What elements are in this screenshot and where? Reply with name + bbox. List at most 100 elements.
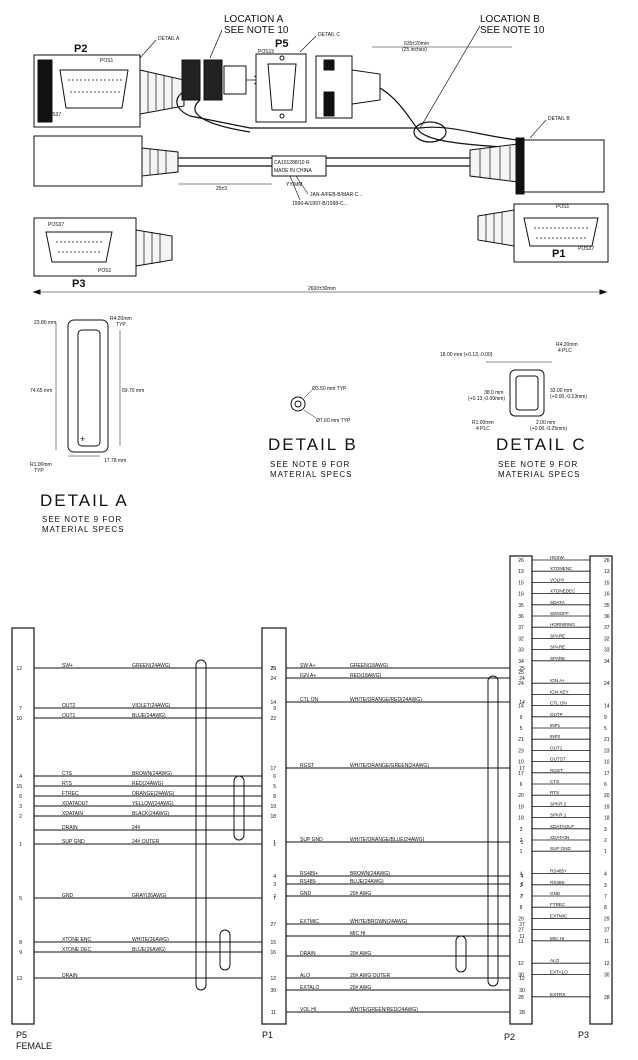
p3-signal-name: RS485+ (550, 869, 567, 874)
location-a-line2: SEE NOTE 10 (224, 25, 289, 36)
p3-signal-name: SPKR 1 (550, 813, 567, 818)
p5-pin-number: 15 (16, 784, 22, 790)
p2-pin-number: 30 (518, 972, 524, 978)
p2-pin-number: 17 (518, 771, 524, 777)
p1-signal-name: EXTALO (300, 985, 319, 991)
p5-pin-number: 5 (19, 896, 22, 902)
p2-pin-number: 14 (518, 704, 524, 710)
detail-c-dim-radius: R4.20mm (556, 342, 578, 348)
main-trunk-cable (33, 135, 605, 195)
p5-pin-number: 1 (19, 842, 22, 848)
p3-signal-name: GND (550, 891, 561, 896)
p3-signal-name: ALO (550, 958, 560, 963)
detail-c-dim-32-tol: (+0.00,-0.13mm) (550, 394, 587, 400)
detail-a-dim-r1-typ: TYP (34, 468, 44, 474)
p3-pin-number: 14 (604, 704, 610, 710)
detail-a-title: DETAIL A (40, 491, 129, 510)
p2-pin-number: 36 (518, 614, 524, 620)
p3-pin-number: 27 (604, 928, 610, 934)
p5-pin-number: 13 (16, 976, 22, 982)
detail-c-dim-38-tol: (+0.13,-0.00mm) (468, 396, 505, 402)
p1-pin-number: 17 (270, 766, 276, 772)
p1-pin-number: 25 (270, 666, 276, 672)
p3-signal-name: SDNOFF (550, 611, 569, 616)
p5-signal-name: FTREC (62, 791, 79, 797)
p2-pin-number: 21 (518, 737, 524, 743)
p3-pin-number: 29 (604, 916, 610, 922)
p1-pin-number: 19 (270, 804, 276, 810)
p1-pin-number: 6 (273, 774, 276, 780)
p2-pin-number: 25 (518, 670, 524, 676)
p3-signal-name: OUT1 (550, 745, 563, 750)
p2-pin-number: 27 (519, 922, 525, 928)
p3-signal-name: OUTST (550, 757, 566, 762)
p5-pin-number: 10 (16, 716, 22, 722)
p1-signal-name: IGN A+ (300, 673, 316, 679)
p2-pin-number: 3 (521, 882, 524, 888)
detail-a-note-2: MATERIAL SPECS (42, 525, 124, 534)
p3-signal-name: IGN KEY (550, 689, 569, 694)
p3-label: P3 (72, 278, 85, 290)
detail-c-dim-2-tol: (+0.00,-0.25mm) (530, 426, 567, 432)
p2-pin-number: 4 (521, 874, 524, 880)
p5-wire-spec: BROWN(24AWG) (132, 771, 172, 777)
p2-pin-number: 16 (518, 592, 524, 598)
detail-a-note-1: SEE NOTE 9 FOR (42, 515, 122, 524)
p5-pin-number: 6 (19, 794, 22, 800)
p3-pin-number: 13 (604, 569, 610, 575)
p3-signal-name: XDATAIN (550, 835, 569, 840)
location-b-line1: LOCATION B (480, 14, 540, 25)
p1-pin-number: 7 (273, 896, 276, 902)
p5-wire-spec: 24# (132, 825, 141, 831)
p3-pin-number: 36 (604, 614, 610, 620)
p5-signal-name: XDATAOUT (62, 801, 88, 807)
p1-signal-name: CTL ON (300, 697, 319, 703)
p3-signal-name: OUTP (550, 712, 563, 717)
p2-pin-number: 33 (518, 648, 524, 654)
detail-c-dim-radius-plc: 4 PLC (558, 348, 572, 354)
p1-pin-number: 25 (270, 666, 276, 672)
p2-pos1: POS1 (100, 58, 114, 64)
detail-c-dim-32: 32.00 mm (550, 388, 572, 394)
detail-c-dim-width: 18.00 mm (+0.13,-0.00) (440, 352, 493, 358)
p5-signal-name: GND (62, 893, 74, 899)
dim-25in: (25 inches) (402, 47, 427, 53)
p2-pin-number: 24 (519, 676, 525, 682)
p5-signal-name: DRAIN (62, 825, 78, 831)
p5-signal-name: XDATAIN (62, 811, 83, 817)
p5-wire-spec: RED(24AWG) (132, 781, 164, 787)
p2-pin-number: 14 (519, 700, 525, 706)
p3-signal-name: SPARE (550, 645, 565, 650)
p3-pin-number: 23 (604, 748, 610, 754)
p2-footer: P2 (504, 1032, 515, 1042)
date-codes: JAN-A/FEB-B/MAR-C... (310, 192, 363, 198)
p5-pin-number: 9 (19, 950, 22, 956)
p2-pin-number: 8 (520, 905, 523, 911)
p2-pin-number: 17 (519, 766, 525, 772)
p5-detail-ref: DETAIL C (318, 32, 340, 38)
p5-pin-number: 12 (16, 666, 22, 672)
p2-pin-number: 12 (518, 961, 524, 967)
p3-pos1: POS1 (98, 268, 112, 274)
location-a-ferrite (181, 59, 263, 101)
detail-c-dim-r1: R1.00mm (472, 420, 494, 426)
p2-pin-number: 9 (520, 715, 523, 721)
p1-pos37: POS37 (578, 246, 594, 252)
p1-signal-name: RS485- (300, 879, 317, 885)
p1-pin-number: 30 (270, 988, 276, 994)
p2-pin-number: 25 (519, 666, 525, 672)
p2-pin-number: 34 (518, 659, 524, 665)
location-b-line2: SEE NOTE 10 (480, 25, 545, 36)
p3-footer: P3 (578, 1030, 589, 1040)
p3-signal-name: EXTALO (550, 969, 568, 974)
p5-signal-name: SUP GND (62, 839, 85, 845)
p2-pin-number: 27 (518, 928, 524, 934)
p1-pin-number: 9 (273, 706, 276, 712)
p5-wire-spec: VIOLET(24AWG) (132, 703, 171, 709)
dim-635: 635±20mm (404, 41, 429, 47)
p3-pin-number: 21 (604, 737, 610, 743)
p2-pin-number: 5 (520, 726, 523, 732)
label-line-1: CA101288/10 R (274, 160, 310, 166)
p2-pin-number: 1 (521, 840, 524, 846)
